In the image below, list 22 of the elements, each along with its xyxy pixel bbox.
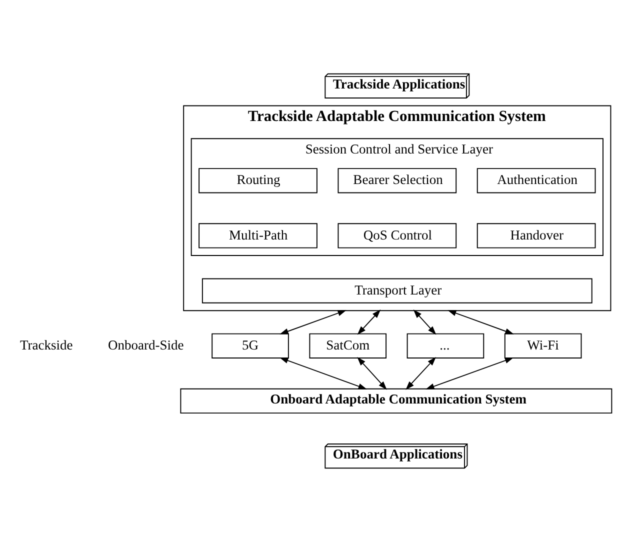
label: Onboard-Side: [108, 336, 184, 352]
node-box: Bearer Selection: [338, 168, 457, 193]
node-box: Transport Layer: [202, 278, 592, 303]
arrow: [406, 356, 436, 390]
node-box: Authentication: [476, 168, 596, 193]
arrow: [357, 356, 387, 390]
arrow: [413, 309, 436, 334]
arrow: [426, 357, 514, 389]
node-box: 5G: [212, 332, 289, 358]
node-box: Wi-Fi: [504, 332, 582, 358]
node-box: QoS Control: [338, 222, 457, 248]
arrow: [357, 309, 381, 334]
node-box: SatCom: [309, 332, 387, 358]
arrow: [448, 310, 514, 334]
arrow: [280, 310, 346, 334]
node-box: Handover: [476, 222, 596, 248]
node-box: ...: [406, 332, 484, 358]
label: Trackside: [20, 336, 73, 352]
node-box: Multi-Path: [198, 222, 318, 248]
arrow: [279, 357, 368, 389]
node-box: Onboard Adaptable Communication System: [180, 388, 612, 414]
node-box: Routing: [198, 168, 318, 193]
